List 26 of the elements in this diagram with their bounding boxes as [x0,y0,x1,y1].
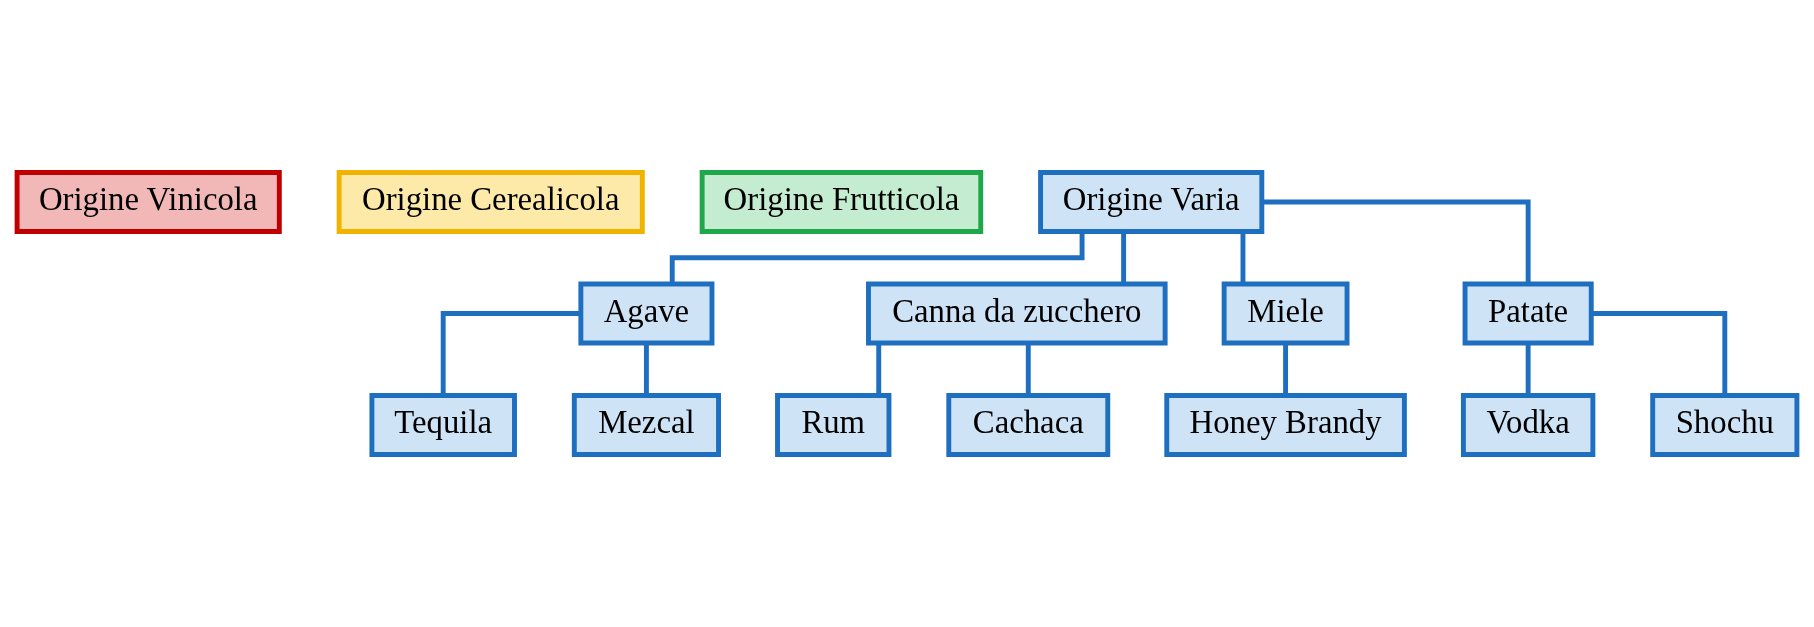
connector [643,343,649,395]
node-box: Origine Cerealicola [336,170,645,234]
node-box: Canna da zucchero [866,281,1168,346]
node-box: Origine Vinicola [14,170,282,234]
node-box: Miele [1221,281,1350,346]
connector [1525,343,1531,395]
node-box: Origine Varia [1038,170,1265,234]
connector [1591,311,1728,396]
node-box: Rum [775,393,892,457]
node-box: Shochu [1650,393,1800,457]
node-box: Tequila [369,393,517,457]
connector [1283,343,1289,395]
node-box: Vodka [1460,393,1596,457]
node-box: Mezcal [571,393,721,457]
node-box: Honey Brandy [1164,393,1407,457]
connector [1262,199,1531,284]
connector [1025,343,1031,395]
connector [1240,231,1246,284]
node-box: Cachaca [946,393,1111,457]
connector [1121,231,1127,284]
connector [440,311,581,396]
connector [876,343,882,395]
node-box: Origine Frutticola [699,170,984,234]
node-box: Agave [578,281,715,346]
connector [669,231,1085,284]
node-box: Patate [1462,281,1594,346]
